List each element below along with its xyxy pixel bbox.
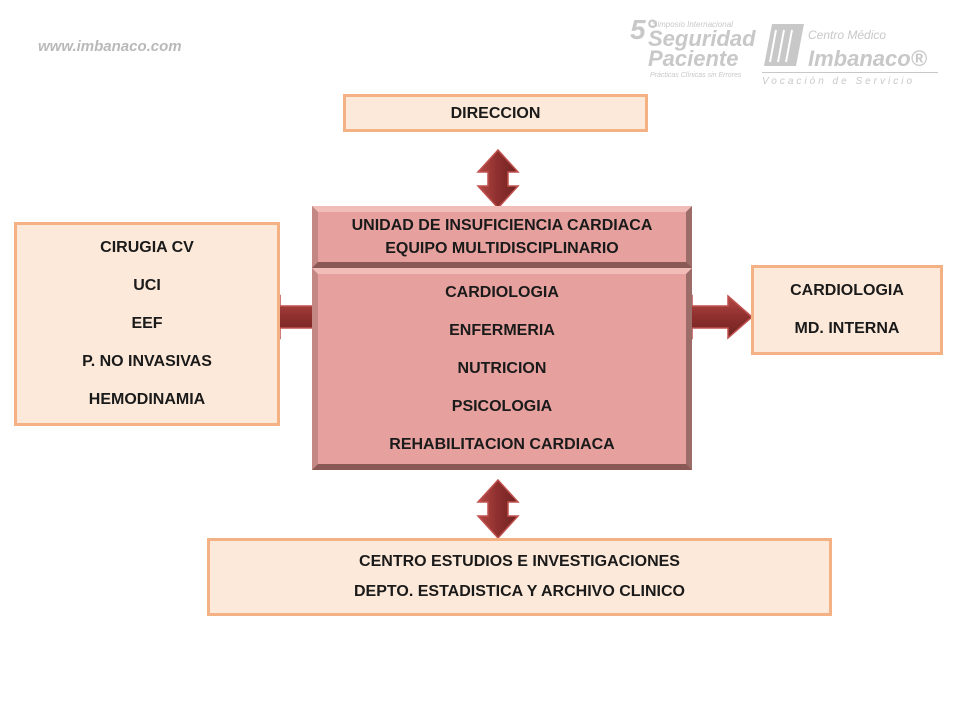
left-service: CIRUGIA CV [100, 239, 194, 256]
hospital-rule [762, 72, 938, 73]
hospital-emblem-icon [764, 24, 804, 66]
left-service: UCI [133, 277, 161, 294]
unit-title-line: EQUIPO MULTIDISCIPLINARIO [385, 240, 619, 257]
arrow-up-down-bottom-icon [476, 478, 520, 540]
unit-title-box: UNIDAD DE INSUFICIENCIA CARDIACA EQUIPO … [312, 206, 692, 268]
arrow-up-down-top-icon [476, 148, 520, 210]
right-service: CARDIOLOGIA [790, 282, 904, 299]
website-url: www.imbanaco.com [38, 38, 182, 55]
bottom-line: CENTRO ESTUDIOS E INVESTIGACIONES [359, 553, 680, 570]
direccion-label: DIRECCION [450, 104, 541, 122]
unit-member: PSICOLOGIA [451, 398, 553, 415]
left-service: P. NO INVASIVAS [82, 353, 212, 370]
unit-member: NUTRICION [457, 360, 547, 377]
symposium-tagline: Prácticas Clínicas sin Errores [650, 72, 742, 79]
symposium-line2: Seguridad [648, 26, 756, 51]
right-services-box: CARDIOLOGIA MD. INTERNA [751, 265, 943, 355]
unit-member: ENFERMERIA [449, 322, 555, 339]
direccion-box: DIRECCION [343, 94, 648, 132]
left-service: EEF [131, 315, 163, 332]
unit-member: CARDIOLOGIA [445, 284, 559, 301]
right-service: MD. INTERNA [794, 320, 900, 337]
left-services-box: CIRUGIA CV UCI EEF P. NO INVASIVAS HEMOD… [14, 222, 280, 426]
bottom-line: DEPTO. ESTADISTICA Y ARCHIVO CLINICO [354, 583, 685, 600]
hospital-name: Imbanaco® [808, 46, 927, 71]
unit-title-line: UNIDAD DE INSUFICIENCIA CARDIACA [351, 217, 653, 234]
hospital-slogan: Vocación de Servicio [762, 76, 916, 87]
unit-members-box: CARDIOLOGIA ENFERMERIA NUTRICION PSICOLO… [312, 268, 692, 470]
hospital-top-text: Centro Médico [808, 28, 887, 42]
symposium-line1: Simposio Internacional [652, 20, 733, 29]
bottom-box: CENTRO ESTUDIOS E INVESTIGACIONES DEPTO.… [207, 538, 832, 616]
symposium-line3: Paciente [648, 46, 739, 71]
unit-member: REHABILITACION CARDIACA [389, 436, 615, 453]
symposium-edition: 5° [630, 14, 657, 45]
left-service: HEMODINAMIA [88, 391, 206, 408]
